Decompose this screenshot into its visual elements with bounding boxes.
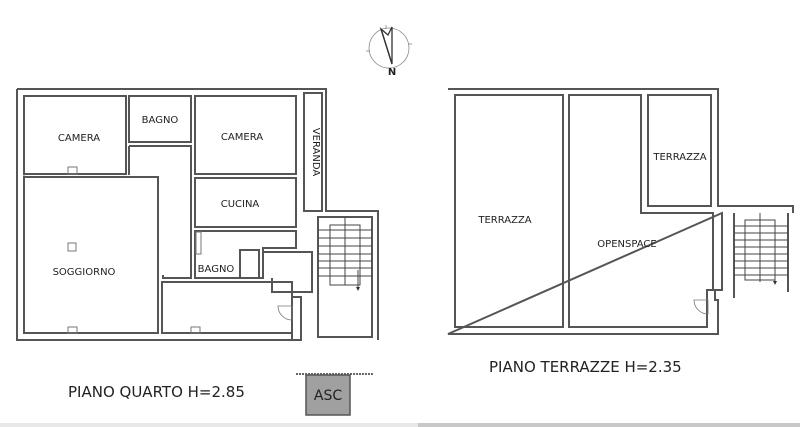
elevator-label: ASC [314,388,342,404]
room-veranda: VERANDA [310,128,321,177]
room-camera-1: CAMERA [58,133,100,144]
room-cucina: CUCINA [221,199,260,210]
room-soggiorno-walls [23,176,159,334]
room-cucina-walls [194,177,297,228]
compass-label: N [388,67,396,78]
room-terrazza-1-walls [454,94,564,328]
staircase [317,216,373,338]
room-terrazza-2: TERRAZZA [652,152,706,163]
horizontal-scrollbar-thumb[interactable] [418,423,800,427]
elevator: ASC [296,373,374,416]
landing-walls [263,251,313,293]
outer-wall [17,88,379,341]
room-terrazza-2-walls [647,94,712,207]
room-bagno-2: BAGNO [198,264,235,275]
room-bagno-1-walls [128,95,192,143]
room-bagno-2-walls [194,230,297,279]
compass: N [366,25,412,78]
pillar [67,242,77,252]
elevator-shaft [305,374,351,416]
plan-title-piano-terrazze: PIANO TERRAZZE H=2.35 [489,358,682,376]
outer-wall [447,88,794,335]
plan-piano-terrazze: TERRAZZA OPENSPACE TERRAZZA PIANO TERRAZ… [447,88,794,376]
closet [239,249,260,279]
compass-circle [368,27,410,69]
door-swing [693,299,709,315]
corridor-walls [129,145,192,279]
room-camera-2-walls [194,95,297,175]
room-bagno-1: BAGNO [142,115,179,126]
room-openspace: OPENSPACE [597,239,656,250]
room-veranda-walls [303,92,323,212]
staircase [733,213,789,298]
outer-wall-left [16,89,301,341]
room-camera-2: CAMERA [221,132,263,143]
horizontal-scrollbar-track[interactable] [0,423,800,427]
room-soggiorno: SOGGIORNO [53,267,116,278]
door-swing [277,305,293,321]
room-openspace-walls [568,94,714,328]
room-terrazza-1: TERRAZZA [477,215,531,226]
plan-title-piano-quarto: PIANO QUARTO H=2.85 [68,383,245,401]
plan-piano-quarto: CAMERA BAGNO CAMERA VERANDA CUCINA SOGGI… [16,88,379,401]
